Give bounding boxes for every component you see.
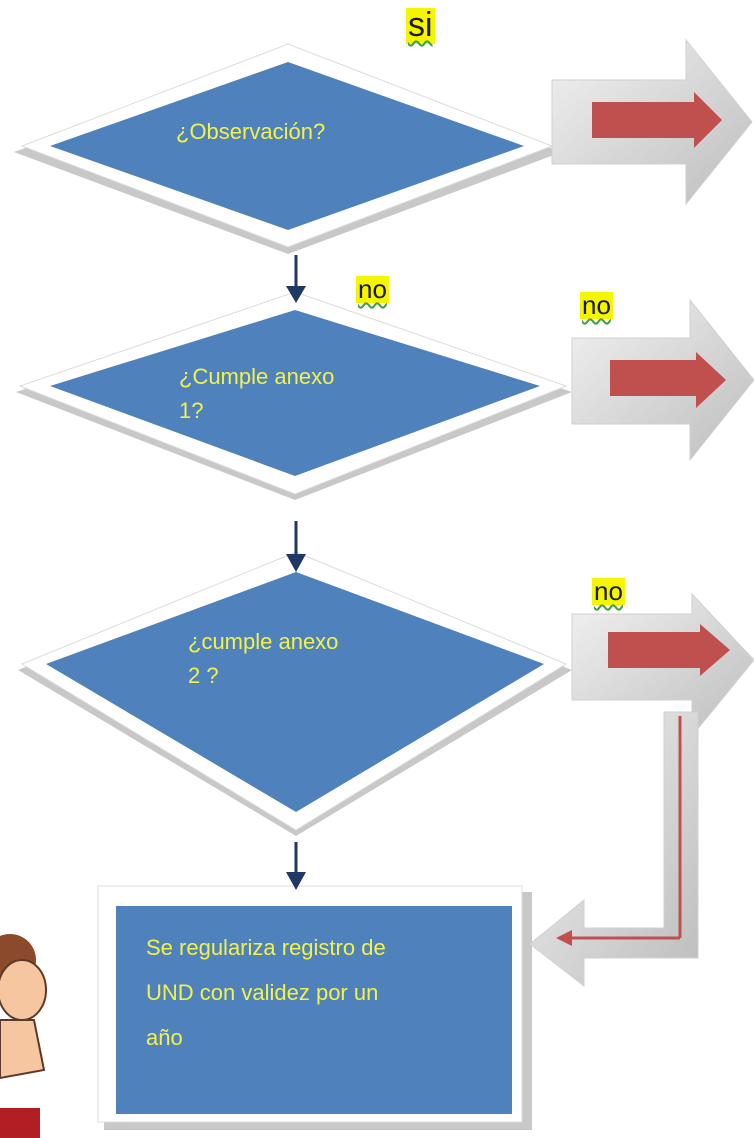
edge-label-no-3: no [592,576,625,606]
decision-cumple-anexo-1 [16,291,572,500]
red-arrow-1 [551,38,753,206]
red-arrow-2 [571,298,754,462]
return-arrow-to-process [529,711,699,988]
connector-2-to-3 [286,521,306,572]
decision-observacion [14,43,562,254]
red-arrow-3 [571,592,754,738]
process-box [97,885,532,1130]
decision-2-text: ¿Cumple anexo 1? [179,364,335,424]
connector-3-to-process [286,842,306,890]
connector-1-to-2 [286,255,306,303]
edge-label-no-1: no [356,274,389,304]
process-text: Se regulariza registro de UND con valide… [146,935,386,1051]
cartoon-thumbs-up-illustration [0,934,47,1138]
edge-label-no-2: no [580,290,613,320]
decision-1-text: ¿Observación? [176,119,326,144]
decision-cumple-anexo-2 [18,551,572,836]
edge-label-si: si [406,6,435,44]
decision-3-text: ¿cumple anexo 2 ? [188,629,339,689]
